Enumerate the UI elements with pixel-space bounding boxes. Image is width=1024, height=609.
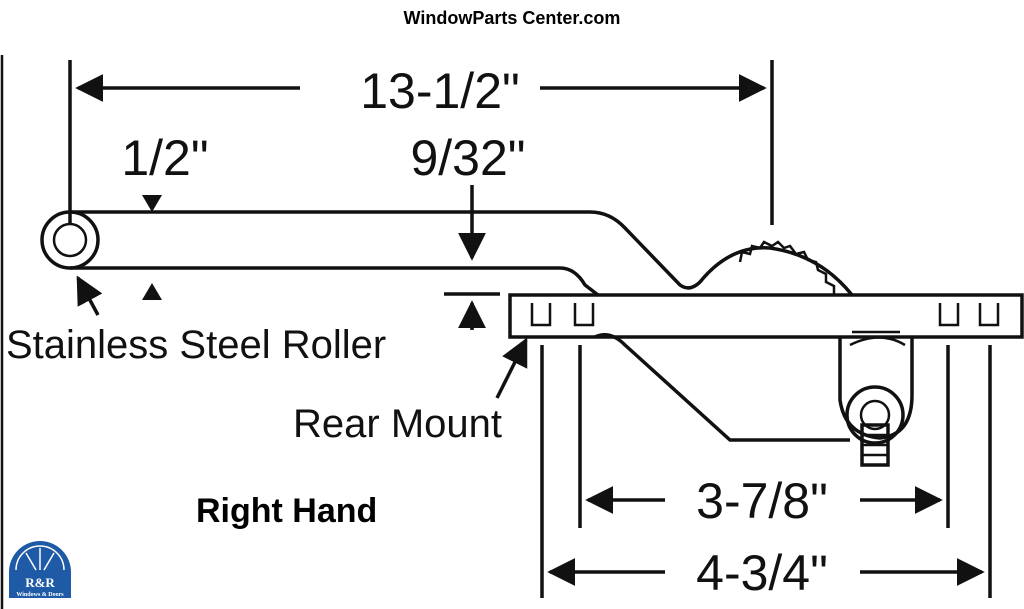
arm-height-label: 1/2" xyxy=(121,130,208,186)
base-length-label: 4-3/4" xyxy=(696,545,828,601)
rr-logo: R&R Windows & Doors xyxy=(9,541,71,598)
base-dimension-lines xyxy=(540,345,992,598)
logo-initials: R&R xyxy=(25,575,55,590)
gear-teeth xyxy=(738,240,836,294)
mount-pointer xyxy=(495,337,528,399)
mount-holes-dimension: 3-7/8" xyxy=(585,473,943,529)
roller-label: Stainless Steel Roller xyxy=(6,323,386,367)
operator-arm xyxy=(40,210,854,297)
mount-holes-label: 3-7/8" xyxy=(696,473,828,529)
operator-base xyxy=(508,293,1024,467)
arm-height-dimension: 1/2" xyxy=(121,130,209,300)
hand-label: Right Hand xyxy=(196,492,377,530)
overall-length-label: 13-1/2" xyxy=(360,63,520,119)
site-name: WindowParts Center.com xyxy=(403,8,621,28)
offset-label: 9/32" xyxy=(410,130,525,186)
offset-dimension: 9/32" xyxy=(410,130,526,330)
rear-mount-label: Rear Mount xyxy=(293,402,502,446)
overall-length-dimension: 13-1/2" xyxy=(68,60,774,225)
logo-name: Windows & Doors xyxy=(16,592,64,598)
base-length-dimension: 4-3/4" xyxy=(547,545,985,601)
roller-pointer xyxy=(76,275,103,316)
roller-inner xyxy=(52,222,88,258)
